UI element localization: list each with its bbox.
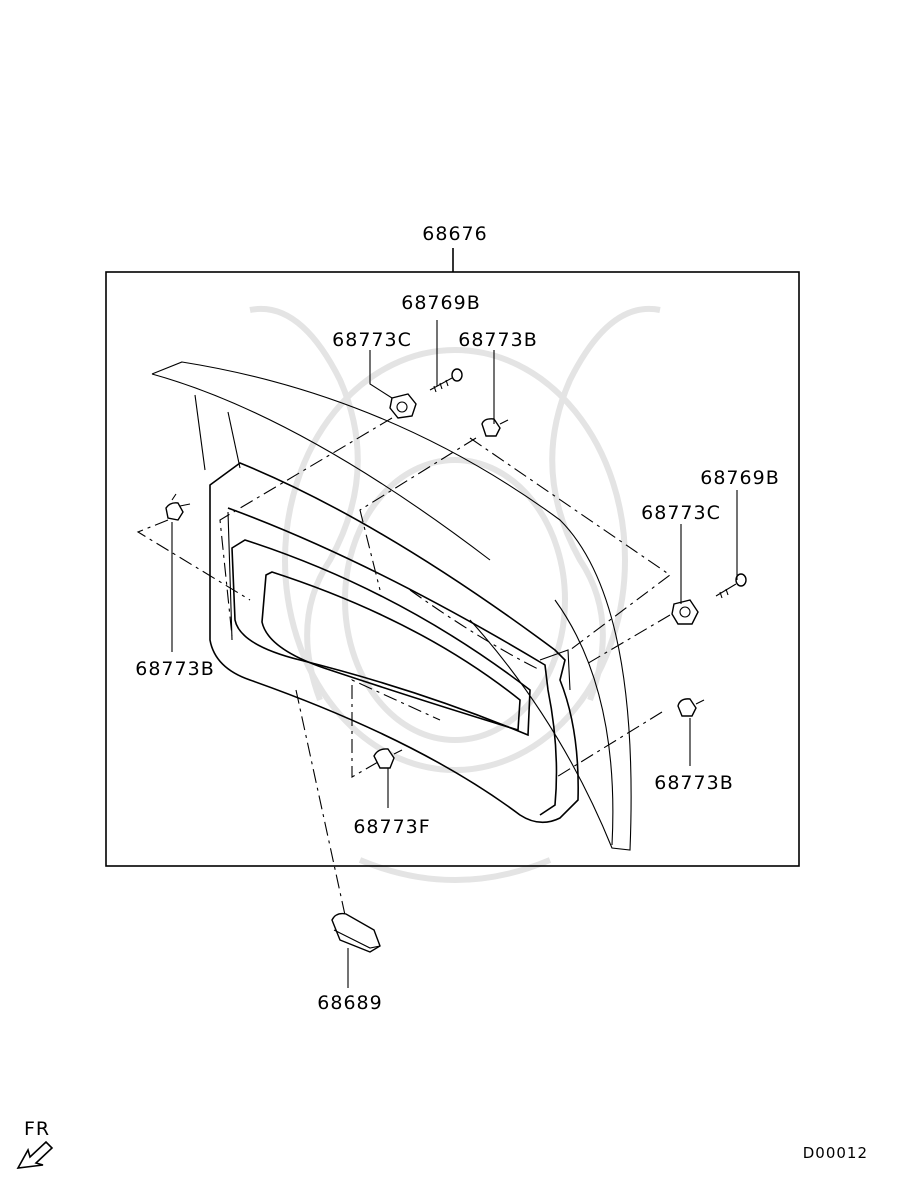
pad-68689 (331, 912, 381, 953)
clip-68773F-bottom (373, 748, 403, 769)
front-direction-marker: FR (16, 1118, 54, 1169)
callout-68689: 68689 (317, 992, 382, 1014)
screw-68769B-top (429, 368, 463, 393)
clip-68773C-right (671, 599, 699, 625)
callout-68676: 68676 (422, 223, 487, 245)
callout-68769B-top: 68769B (401, 292, 480, 314)
arrow-icon (16, 1140, 54, 1169)
clip-68773B-left (165, 493, 191, 521)
fr-label: FR (24, 1118, 50, 1140)
diagram-code: D00012 (803, 1144, 868, 1162)
callout-68773C-right: 68773C (641, 502, 721, 524)
alignment-lines (136, 417, 671, 916)
leader-lines (171, 320, 738, 988)
watermark-emblem (249, 305, 661, 883)
clip-68773B-right (677, 698, 705, 717)
screw-68769B-right (715, 573, 747, 599)
trim-panel (151, 361, 632, 851)
clip-68773B-top (481, 418, 509, 437)
callout-68773B-left: 68773B (135, 658, 214, 680)
callout-68773B-right: 68773B (654, 772, 733, 794)
callout-68773B-top: 68773B (458, 329, 537, 351)
callout-68769B-right: 68769B (700, 467, 779, 489)
callout-68773C-top: 68773C (332, 329, 412, 351)
clip-68773C-top (389, 393, 417, 419)
callout-68773F: 68773F (353, 816, 430, 838)
